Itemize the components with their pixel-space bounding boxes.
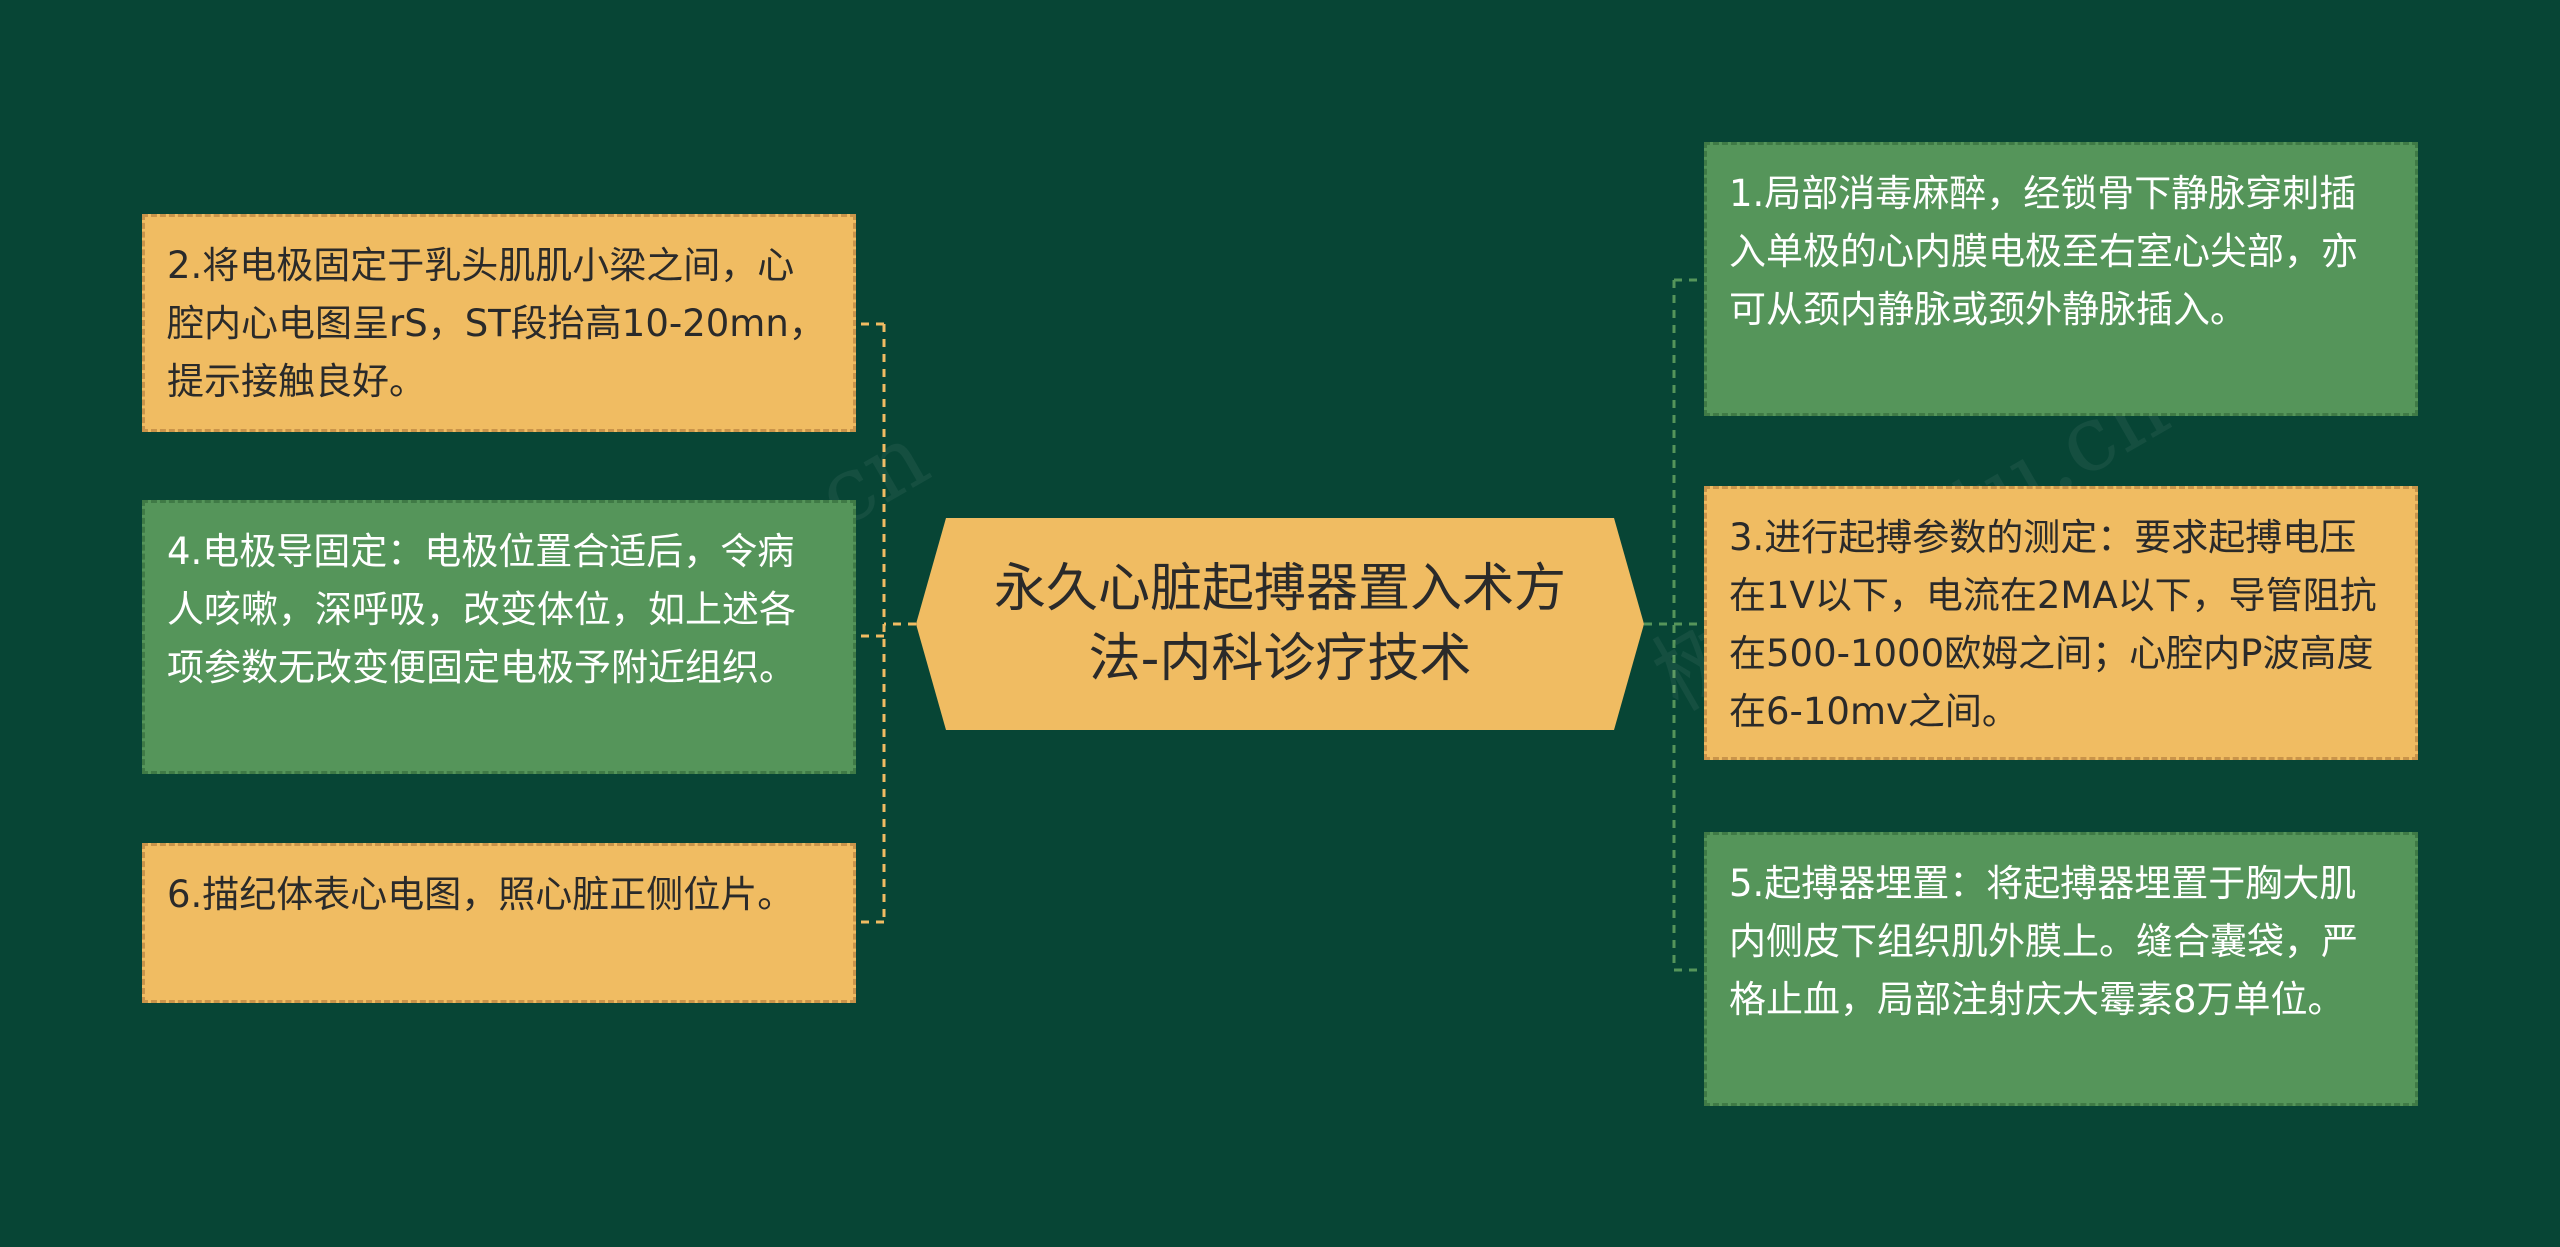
- topic-node-5[interactable]: 5.起搏器埋置：将起搏器埋置于胸大肌内侧皮下组织肌外膜上。缝合囊袋，严格止血，局…: [1704, 832, 2418, 1106]
- topic-node-2[interactable]: 2.将电极固定于乳头肌肌小梁之间，心腔内心电图呈rS，ST段抬高10-20mn，…: [142, 214, 856, 432]
- topic-node-4-text: 4.电极导固定：电极位置合适后，令病人咳嗽，深呼吸，改变体位，如上述各项参数无改…: [167, 530, 796, 689]
- topic-node-5-text: 5.起搏器埋置：将起搏器埋置于胸大肌内侧皮下组织肌外膜上。缝合囊袋，严格止血，局…: [1729, 862, 2358, 1021]
- center-topic-text: 永久心脏起搏器置入术方法-内科诊疗技术: [993, 559, 1566, 689]
- topic-node-2-text: 2.将电极固定于乳头肌肌小梁之间，心腔内心电图呈rS，ST段抬高10-20mn，…: [167, 244, 826, 403]
- topic-node-1[interactable]: 1.局部消毒麻醉，经锁骨下静脉穿刺插入单极的心内膜电极至右室心尖部，亦可从颈内静…: [1704, 142, 2418, 416]
- topic-node-3-text: 3.进行起搏参数的测定：要求起搏电压在1V以下，电流在2MA以下，导管阻抗在50…: [1729, 516, 2377, 733]
- topic-node-3[interactable]: 3.进行起搏参数的测定：要求起搏电压在1V以下，电流在2MA以下，导管阻抗在50…: [1704, 486, 2418, 760]
- center-topic[interactable]: 永久心脏起搏器置入术方法-内科诊疗技术: [916, 518, 1644, 730]
- topic-node-4[interactable]: 4.电极导固定：电极位置合适后，令病人咳嗽，深呼吸，改变体位，如上述各项参数无改…: [142, 500, 856, 774]
- topic-node-6[interactable]: 6.描纪体表心电图，照心脏正侧位片。: [142, 843, 856, 1003]
- topic-node-6-text: 6.描纪体表心电图，照心脏正侧位片。: [167, 873, 795, 916]
- center-hexagon-shape: [916, 518, 1644, 730]
- topic-node-1-text: 1.局部消毒麻醉，经锁骨下静脉穿刺插入单极的心内膜电极至右室心尖部，亦可从颈内静…: [1729, 172, 2358, 331]
